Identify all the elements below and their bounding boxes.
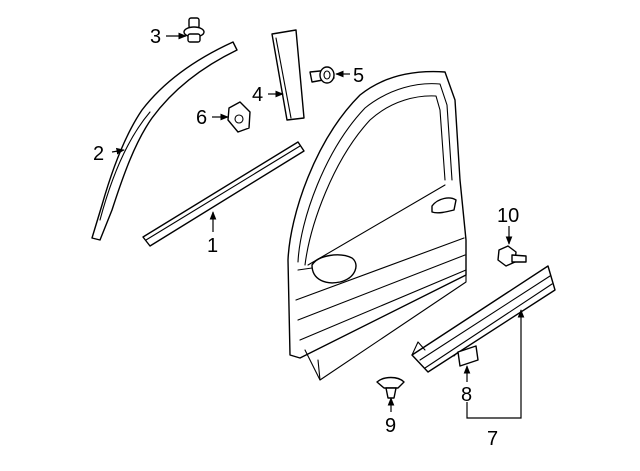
part-3-clip bbox=[183, 17, 205, 43]
part-5-screw bbox=[309, 66, 335, 84]
part-6-clip bbox=[227, 101, 251, 133]
callout-10: 10 bbox=[497, 205, 519, 227]
callout-8: 8 bbox=[461, 384, 472, 406]
callout-7: 7 bbox=[487, 428, 498, 450]
leader-lines bbox=[111, 32, 525, 419]
callout-2: 2 bbox=[93, 143, 104, 165]
callout-3: 3 bbox=[150, 26, 161, 48]
part-4-pillar-applique bbox=[271, 29, 305, 121]
callout-5: 5 bbox=[353, 65, 364, 87]
part-1-belt-molding bbox=[142, 141, 305, 247]
callout-labels: 3 2 4 5 6 1 10 8 9 7 bbox=[93, 26, 519, 450]
callout-4: 4 bbox=[252, 84, 263, 106]
part-9-push-pin bbox=[376, 376, 405, 399]
part-8-clip bbox=[453, 345, 479, 367]
callout-1: 1 bbox=[207, 235, 218, 257]
part-2-frame-molding bbox=[91, 41, 238, 241]
front-door-shell bbox=[287, 70, 467, 381]
part-7-rocker-molding bbox=[411, 265, 556, 373]
callout-9: 9 bbox=[385, 415, 396, 437]
part-10-bolt bbox=[497, 245, 527, 267]
callout-6: 6 bbox=[196, 107, 207, 129]
